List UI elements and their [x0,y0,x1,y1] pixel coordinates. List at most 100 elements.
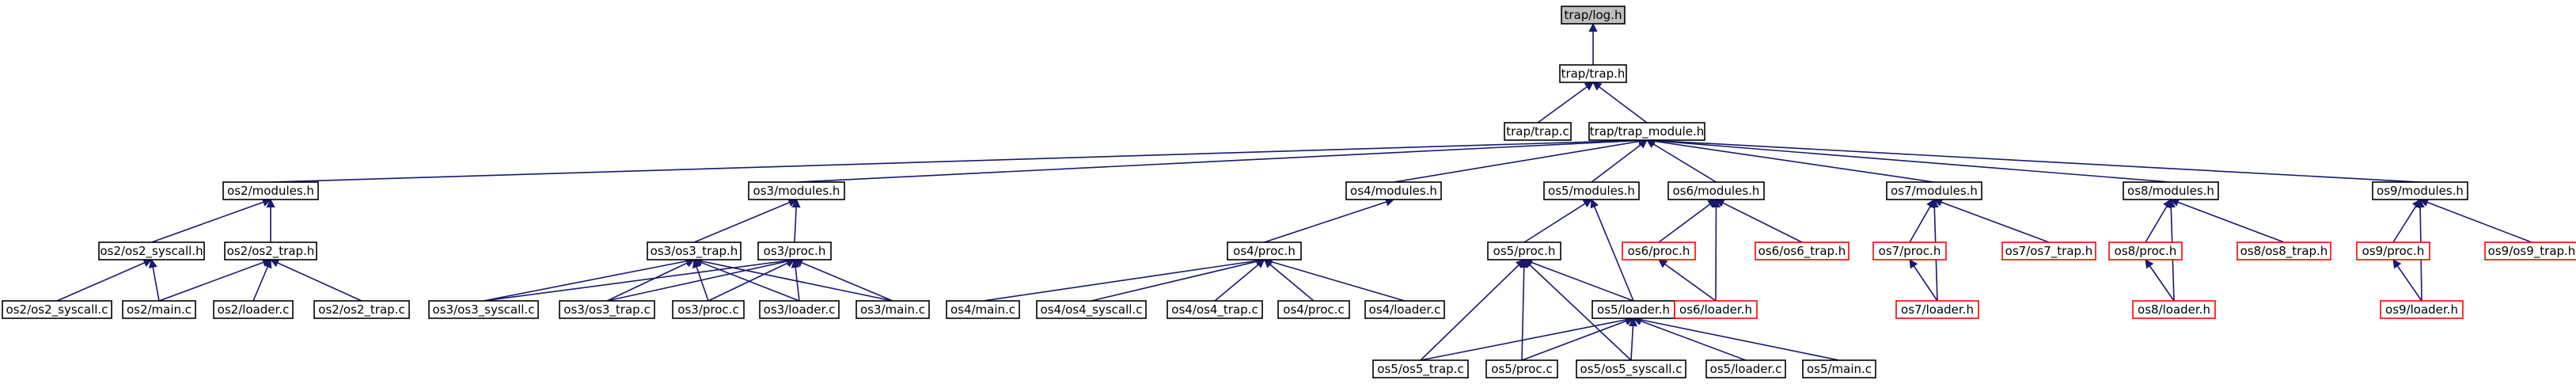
node-label: os3/os3_syscall.c [433,302,535,317]
edge-os4-proc-c-to-os4-proc-h [1263,259,1315,302]
node-os8-trap-h[interactable]: os8/os8_trap.h [2236,241,2331,260]
node-os8-modules-h[interactable]: os8/modules.h [2123,181,2219,200]
edge-os6-loader-h-to-os6-proc-h [1658,259,1717,302]
node-label: os9/loader.h [2385,302,2458,317]
node-os4-trap-c[interactable]: os4/os4_trap.c [1167,300,1263,319]
node-label: os2/os2_trap.c [318,302,404,317]
edge-os5-proc-c-to-os5-proc-h [1519,258,1529,361]
edge-os4-loader-c-to-os4-proc-h [1263,257,1406,302]
edge-trap-module-h-to-trap-trap-h [1592,82,1648,124]
node-box [1504,122,1572,141]
node-box [856,300,930,319]
edge-os3-main-c-to-os3-trap-h [692,257,893,302]
node-os7-proc-h[interactable]: os7/proc.h [1872,241,1947,260]
node-os3-trap-c[interactable]: os3/os3_trap.c [559,300,655,319]
node-label: trap/trap_module.h [1590,124,1705,139]
node-os5-trap-c[interactable]: os5/os5_trap.c [1372,359,1469,378]
node-os7-loader-h[interactable]: os7/loader.h [1895,300,1979,319]
node-os5-proc-c[interactable]: os5/proc.c [1485,359,1558,378]
node-os4-syscall-c[interactable]: os4/os4_syscall.c [1036,300,1147,319]
edge-os3-modules-h-to-trap-module-h [796,135,1648,183]
node-label: os2/os2_syscall.c [6,302,108,317]
node-label: os3/proc.c [677,302,738,317]
node-label: os3/os3_trap.c [563,302,650,317]
node-os3-main-c[interactable]: os3/main.c [856,300,930,319]
node-os4-proc-h[interactable]: os4/proc.h [1227,241,1302,260]
node-os6-loader-h[interactable]: os6/loader.h [1674,300,1758,319]
node-os4-proc-c[interactable]: os4/proc.c [1277,300,1350,319]
node-os4-modules-h[interactable]: os4/modules.h [1345,181,1442,200]
node-os3-loader-c[interactable]: os3/loader.c [759,300,840,319]
node-os6-modules-h[interactable]: os6/modules.h [1667,181,1765,200]
node-box [224,241,317,260]
node-box [1364,300,1445,319]
node-label: os2/os2_syscall.h [100,244,203,259]
node-os5-modules-h[interactable]: os5/modules.h [1543,181,1640,200]
node-os3-trap-h[interactable]: os3/os3_trap.h [647,241,742,260]
edge-os5-loader-h-to-os5-proc-h [1523,258,1634,302]
node-os6-proc-h[interactable]: os6/proc.h [1622,241,1696,260]
node-label: os8/modules.h [2127,184,2214,198]
node-os7-trap-h[interactable]: os7/os7_trap.h [2001,241,2096,260]
edge-os3-trap-h-to-os3-modules-h [693,198,798,243]
node-os9-trap-h[interactable]: os9/os9_trap.h [2484,241,2576,260]
node-os9-modules-h[interactable]: os9/modules.h [2372,181,2468,200]
node-box [428,300,539,319]
node-os2-trap-h[interactable]: os2/os2_trap.h [224,241,317,260]
edge-os3-main-c-to-os3-proc-h [793,258,893,302]
node-label: os9/proc.h [2362,244,2425,258]
edge-os8-modules-h-to-trap-module-h [1645,136,2172,183]
node-trap-trap-c[interactable]: trap/trap.c [1504,122,1572,141]
node-label: os7/proc.h [1879,244,1941,258]
node-os9-loader-h[interactable]: os9/loader.h [2380,300,2464,319]
node-box [2132,300,2216,319]
node-box [759,300,840,319]
node-os8-loader-h[interactable]: os8/loader.h [2132,300,2216,319]
node-os2-loader-c[interactable]: os2/loader.c [213,300,294,319]
node-os5-proc-h[interactable]: os5/proc.h [1487,241,1561,260]
edge-os4-syscall-c-to-os4-proc-h [1091,257,1265,302]
node-box [1622,241,1696,260]
node-box [2123,181,2219,200]
node-os6-trap-h[interactable]: os6/os6_trap.h [1755,241,1849,260]
node-os5-syscall-c[interactable]: os5/os5_syscall.c [1576,359,1686,378]
node-label: os6/os6_trap.h [1758,244,1846,259]
node-os2-trap-c[interactable]: os2/os2_trap.c [313,300,410,319]
node-box [1227,241,1302,260]
node-os3-modules-h[interactable]: os3/modules.h [748,181,845,200]
edge-os4-main-c-to-os4-proc-h [982,256,1265,302]
node-os3-syscall-c[interactable]: os3/os3_syscall.c [428,300,539,319]
node-os2-modules-h[interactable]: os2/modules.h [222,181,319,200]
node-os9-proc-h[interactable]: os9/proc.h [2356,241,2430,260]
node-os4-loader-c[interactable]: os4/loader.c [1364,300,1445,319]
edge-os5-loader-h-to-os5-modules-h [1590,198,1634,302]
node-os7-modules-h[interactable]: os7/modules.h [1886,181,1982,200]
node-box [313,300,410,319]
node-label: os5/loader.c [1710,362,1782,376]
node-os5-loader-c[interactable]: os5/loader.c [1705,359,1786,378]
node-os3-proc-h[interactable]: os3/proc.h [757,241,832,260]
node-box [2108,241,2183,260]
node-trap-module-h[interactable]: trap/trap_module.h [1588,122,1705,141]
node-trap-trap-h[interactable]: trap/trap.h [1559,64,1627,83]
node-os3-proc-c[interactable]: os3/proc.c [672,300,745,319]
node-label: os7/loader.h [1901,302,1974,317]
node-os5-loader-h[interactable]: os5/loader.h [1592,300,1675,319]
node-label: os8/loader.h [2138,302,2210,317]
node-label: os4/main.c [950,302,1015,317]
node-os4-main-c[interactable]: os4/main.c [946,300,1020,319]
node-label: os2/os2_trap.h [227,244,315,259]
node-os2-syscall-h[interactable]: os2/os2_syscall.h [98,241,205,260]
edge-os2-trap-c-to-os2-trap-h [269,259,362,302]
edge-os9-modules-h-to-trap-module-h [1645,135,2421,183]
node-os5-main-c[interactable]: os5/main.c [1802,359,1876,378]
edge-os2-loader-c-to-os2-trap-h [252,258,272,302]
edge-os4-proc-h-to-os4-modules-h [1264,197,1395,243]
node-os8-proc-h[interactable]: os8/proc.h [2108,241,2183,260]
node-box [748,181,845,200]
node-box [2380,300,2464,319]
node-os2-syscall-c[interactable]: os2/os2_syscall.c [2,300,112,319]
node-os2-main-c[interactable]: os2/main.c [122,300,196,319]
node-box [672,300,745,319]
